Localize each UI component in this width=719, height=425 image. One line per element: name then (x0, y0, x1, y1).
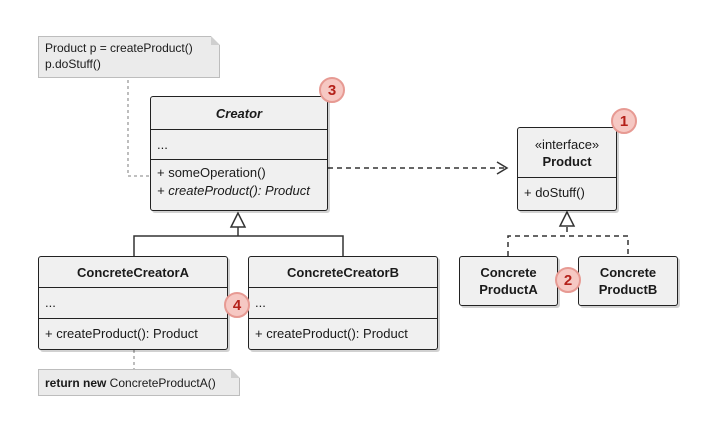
badge-1: 1 (611, 108, 637, 134)
realization-line-products (507, 235, 629, 256)
badge-4: 4 (224, 292, 250, 318)
creator-methods: + someOperation() + createProduct(): Pro… (151, 160, 327, 200)
concrete-creator-a-fields: ... (39, 288, 227, 319)
creator-method-create-product: + createProduct(): Product (157, 183, 310, 198)
concrete-creator-b-method: + createProduct(): Product (255, 326, 408, 341)
note-line-2: p.doStuff() (45, 57, 101, 71)
note-code: ConcreteProductA() (106, 376, 216, 390)
product-method: + doStuff() (524, 185, 585, 200)
creator-method-some-operation: + someOperation() (157, 165, 266, 180)
note-keyword: return new (45, 376, 107, 390)
concrete-product-b-line2: ProductB (598, 282, 658, 297)
concrete-product-a-line1: Concrete (480, 265, 537, 280)
realization-arrow-product (558, 210, 576, 227)
product-title: Product (542, 153, 592, 169)
concrete-product-a-box[interactable]: Concrete ProductA (459, 256, 558, 306)
note-fold-corner (231, 369, 240, 378)
creator-class-title: Creator (151, 97, 327, 130)
concrete-product-b-line1: Concrete (599, 265, 657, 280)
note-line-1: Product p = createProduct() (45, 41, 193, 55)
product-stereotype: «interface» (534, 136, 600, 152)
concrete-creator-b-fields: ... (249, 288, 437, 319)
concrete-creator-a-box[interactable]: ConcreteCreatorA ... + createProduct(): … (38, 256, 228, 350)
concrete-product-b-title: Concrete ProductB (579, 257, 677, 305)
concrete-creator-b-title: ConcreteCreatorB (249, 257, 437, 288)
creator-fields: ... (151, 130, 327, 160)
dependency-arrow-head (496, 161, 509, 175)
note-link-creator (127, 80, 150, 177)
inheritance-arrow-creator (229, 211, 247, 228)
concrete-product-a-title: Concrete ProductA (460, 257, 557, 305)
inheritance-line-creators (133, 235, 344, 256)
concrete-creator-a-title: ConcreteCreatorA (39, 257, 227, 288)
badge-2: 2 (555, 267, 581, 293)
creator-class-box[interactable]: Creator ... + someOperation() + createPr… (150, 96, 328, 211)
concrete-product-a-line2: ProductA (479, 282, 538, 297)
product-title-section: «interface» Product (518, 128, 616, 178)
concrete-creator-note: return new ConcreteProductA() (38, 369, 240, 396)
concrete-creator-b-box[interactable]: ConcreteCreatorB ... + createProduct(): … (248, 256, 438, 350)
concrete-creator-a-method: + createProduct(): Product (45, 326, 198, 341)
concrete-product-b-box[interactable]: Concrete ProductB (578, 256, 678, 306)
creator-note: Product p = createProduct() p.doStuff() (38, 36, 220, 78)
note-fold-corner (211, 36, 220, 45)
product-interface-box[interactable]: «interface» Product + doStuff() (517, 127, 617, 211)
badge-3: 3 (319, 77, 345, 103)
